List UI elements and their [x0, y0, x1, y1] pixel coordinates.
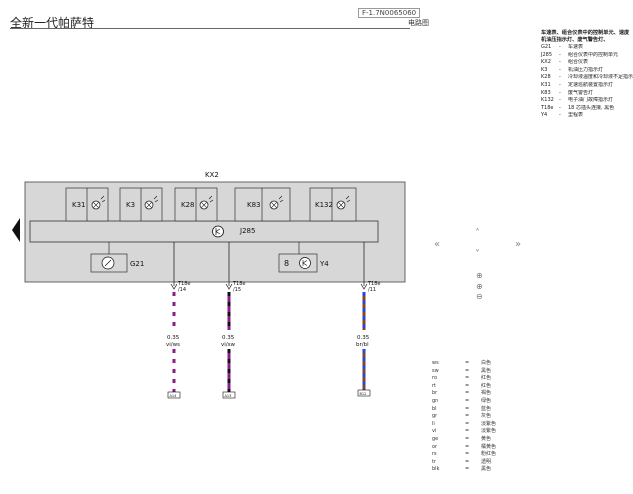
color-legend-row: vi=淡紫色	[432, 428, 497, 435]
color-legend-row: rs=粉红色	[432, 451, 497, 458]
color-legend-row: li=淡紫色	[432, 420, 497, 427]
lamp-k31: K31	[65, 187, 109, 222]
conn1-name: T18e	[177, 281, 191, 287]
lamp-k83-label: K83	[247, 201, 261, 209]
wire2-ref: A13	[225, 394, 232, 398]
lamp-k83: K83	[234, 187, 291, 222]
legend-row: J285-组合仪表中的控制单元	[541, 51, 619, 58]
diagram-type-label: 电路图	[408, 19, 429, 27]
j285-symbol-icon	[212, 225, 224, 238]
legend-row: K3-机油压力指示灯	[541, 66, 604, 73]
svg-text:8: 8	[284, 259, 289, 268]
prev-page-arrow-icon[interactable]	[12, 218, 20, 242]
lamp-k28-label: K28	[181, 201, 195, 209]
color-legend-row: bl=蓝色	[432, 405, 492, 412]
gauge-g21-label: G21	[130, 260, 144, 268]
wire-br-bl: T18e /11 0.35 br/bl B12	[356, 242, 381, 397]
wire1-cross-section: 0.35	[167, 335, 180, 341]
color-legend-row: ws=白色	[432, 360, 492, 366]
component-legend: 车速表、组合仪表中的控制单元、速度机油压指示灯、废气警告灯、 G21-车速表 J…	[541, 30, 633, 120]
wire-color-legend: ws=白色 sw=黑色 ro=红色 rt=红色 br=褐色 gn=绿色 bl=蓝…	[432, 360, 496, 474]
wire-vi-sw: T18e /15 0.35 vi/sw A13	[221, 242, 246, 399]
legend-row: G21-车速表	[541, 44, 584, 50]
lamp-k28: K28	[174, 187, 218, 222]
color-legend-row: blk=黑色	[432, 466, 492, 473]
color-legend-row: rt=红色	[432, 382, 492, 389]
conn1-pin: /14	[178, 287, 186, 293]
legend-row: K132-电子油门故障指示灯	[541, 97, 614, 104]
wire3-ref: B12	[360, 392, 367, 396]
wire1-color: vi/ws	[166, 342, 180, 348]
j285-k-glyph	[215, 228, 221, 235]
zoom-in-icon[interactable]: ⊕	[476, 271, 483, 280]
legend-heading: 车速表、组合仪表中的控制单元、速度机油压指示灯、废气警告灯、	[541, 30, 630, 43]
legend-row: K83-废气警告灯	[541, 89, 594, 96]
color-legend-row: or=橘黄色	[432, 443, 497, 450]
wire2-color: vi/sw	[221, 342, 236, 348]
conn2-name: T18e	[232, 281, 246, 287]
module-label: KX2	[205, 171, 219, 179]
legend-row: KX2-组合仪表	[541, 59, 589, 66]
odometer-icon	[299, 257, 311, 269]
legend-row: Y4-里程表	[541, 112, 584, 119]
zoom-out-icon[interactable]: ⊖	[476, 292, 483, 301]
page-title: 全新一代帕萨特	[10, 16, 95, 30]
wire-vi-ws: T18e /14 0.35 vi/ws A14	[166, 242, 191, 399]
wire3-cross-section: 0.35	[357, 335, 370, 341]
color-legend-row: ro=红色	[432, 375, 492, 382]
lamp-k31-label: K31	[72, 201, 86, 209]
lamp-k132-label: K132	[315, 201, 333, 209]
color-legend-row: tr=透明	[432, 458, 492, 465]
legend-row: K31-定速巡航装置指示灯	[541, 81, 614, 88]
legend-row: K28-冷却液温度和冷却液不足指示灯	[541, 74, 633, 81]
gauge-g21: G21	[90, 242, 144, 273]
lamp-k3: K3	[119, 187, 163, 222]
title-underline	[10, 28, 410, 29]
wire3-color: br/bl	[356, 342, 369, 348]
legend-row: T18e-18 芯插头连接, 黑色	[541, 104, 615, 111]
conn2-pin: /15	[233, 287, 241, 293]
j285-label: J285	[239, 227, 255, 235]
lamp-k3-label: K3	[126, 201, 135, 209]
pan-left-icon[interactable]: «	[434, 239, 441, 250]
zoom-reset-icon[interactable]: ⊕	[476, 282, 483, 291]
color-legend-row: ge=黄色	[432, 435, 492, 442]
wire2-cross-section: 0.35	[222, 335, 235, 341]
conn3-name: T18e	[367, 281, 381, 287]
color-legend-row: gn=绿色	[432, 397, 492, 404]
color-legend-row: gr=灰色	[432, 413, 492, 420]
gauge-y4-label: Y4	[319, 260, 329, 268]
conn3-pin: /11	[368, 287, 376, 293]
color-legend-row: br=褐色	[432, 390, 492, 397]
color-legend-row: sw=黑色	[432, 367, 492, 374]
j285-control-unit	[29, 220, 379, 243]
pan-up-icon[interactable]: ˄	[475, 228, 480, 239]
pan-down-icon[interactable]: ˅	[475, 249, 480, 260]
lamp-k132: K132	[309, 187, 357, 222]
pan-right-icon[interactable]: »	[515, 239, 522, 250]
document-code: F-1.7N0065060	[358, 8, 421, 18]
gauge-y4: 8 Y4	[278, 242, 329, 273]
wire1-ref: A14	[170, 394, 178, 398]
